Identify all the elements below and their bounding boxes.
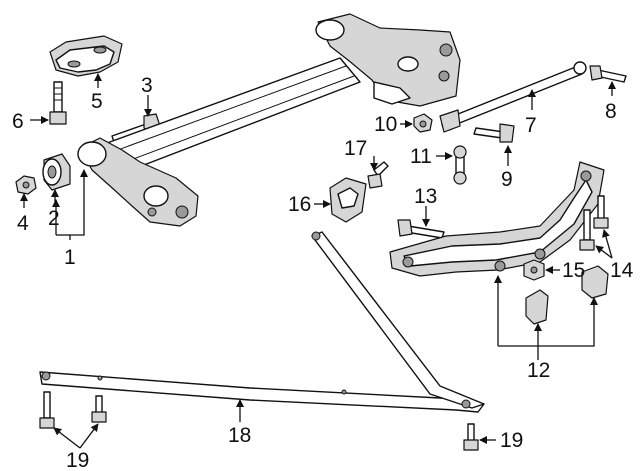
part-10-nut (413, 113, 433, 133)
callout-17: 17 (344, 137, 367, 160)
callout-19-right: 19 (500, 429, 523, 452)
part-13-bolt (397, 219, 445, 239)
callout-13: 13 (414, 185, 437, 208)
part-14-bolts (579, 195, 609, 251)
callout-6: 6 (12, 110, 24, 133)
callout-14: 14 (610, 259, 634, 282)
part-12-bumper-left (525, 289, 549, 325)
part-16-bracket (329, 177, 367, 223)
part-2-bushing (42, 153, 71, 191)
callout-8: 8 (605, 100, 617, 123)
callout-4: 4 (17, 212, 29, 235)
part-4-nut (15, 175, 37, 195)
part-11-stabilizer-link (453, 145, 467, 185)
part-18-brace (39, 231, 485, 413)
callout-12: 12 (527, 359, 550, 382)
part-5-mounting-bracket (49, 35, 123, 77)
part-6-bolt (49, 81, 67, 125)
callout-leaders (20, 73, 616, 449)
callout-3: 3 (141, 74, 153, 97)
callout-2: 2 (48, 207, 60, 230)
callout-10: 10 (374, 113, 397, 136)
part-15-nut (523, 259, 545, 281)
part-8-bolt (589, 65, 627, 83)
part-9-bolt (473, 123, 515, 143)
part-17-bolt (367, 161, 389, 189)
callout-15: 15 (562, 259, 585, 282)
callout-1: 1 (64, 246, 76, 269)
callout-labels: 1 2 3 4 5 6 7 8 9 10 11 12 13 14 15 16 1… (12, 74, 634, 471)
callout-11: 11 (410, 145, 432, 168)
callout-5: 5 (91, 90, 103, 113)
callout-7: 7 (525, 114, 537, 137)
callout-9: 9 (501, 168, 513, 191)
callout-19-left: 19 (66, 449, 89, 471)
rear-axle-beam (77, 13, 461, 227)
part-7-lateral-link (439, 61, 587, 133)
callout-18: 18 (228, 424, 251, 447)
part-12-bumper-right (581, 265, 609, 299)
callout-16: 16 (288, 193, 311, 216)
part-19-bolts (39, 391, 479, 451)
